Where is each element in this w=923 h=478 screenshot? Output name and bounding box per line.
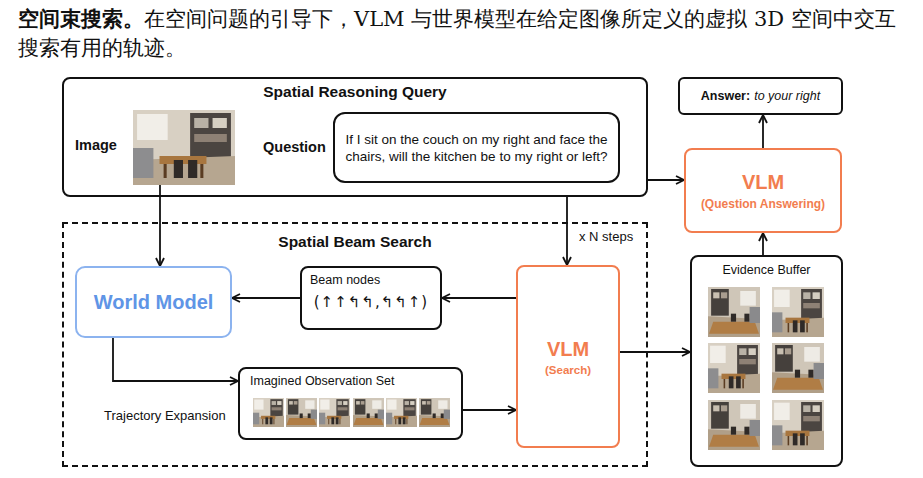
connector-arrow (159, 185, 161, 266)
region-title: Spatial Beam Search (64, 233, 646, 251)
edge-label: x N steps (577, 229, 635, 244)
evidence-image (708, 400, 760, 450)
evidence-image (772, 287, 824, 337)
figure-heading: 空间束搜索。在空间问题的引导下，VLM 与世界模型在给定图像所定义的虚拟 3D … (18, 4, 910, 63)
connector-arrow (113, 338, 238, 381)
evidence-image (708, 287, 760, 337)
vlm-qa-box: VLM (Question Answering) (684, 148, 842, 233)
question-text: If I sit on the couch on my right and fa… (345, 131, 608, 165)
connector-arrow (762, 233, 764, 255)
evidence-buffer-box: Evidence Buffer (690, 255, 843, 467)
beam-sequence: (↑↑↰↰,↰↰↑) (310, 293, 432, 311)
heading-caption: 在空间问题的引导下，VLM 与世界模型在给定图像所定义的虚拟 3D 空间中交互搜… (18, 7, 896, 60)
beam-nodes-box: Beam nodes (↑↑↰↰,↰↰↑) (300, 266, 442, 330)
evidence-image (772, 400, 824, 450)
thumbnail (353, 398, 384, 427)
thumbnail (386, 398, 417, 427)
beam-search-region: Spatial Beam SearchWorld Model Beam nodes… (62, 222, 648, 467)
field-label: Question (263, 139, 326, 155)
question-box: QuestionIf I sit on the couch on my righ… (333, 112, 620, 183)
connector-arrow (620, 351, 690, 353)
field-label: Image (75, 137, 117, 153)
connector-arrow (648, 179, 684, 181)
panel-title: Spatial Reasoning Query (64, 83, 646, 101)
room-photo (133, 110, 235, 185)
model-role: (Question Answering) (701, 197, 825, 211)
model-name: VLM (547, 338, 589, 361)
box-title: Evidence Buffer (692, 263, 841, 277)
connector-arrow (442, 297, 516, 299)
vlm-search-box: VLM (Search) (516, 265, 620, 448)
thumbnail (286, 398, 317, 427)
evidence-image (772, 343, 824, 393)
thumbnail (253, 398, 284, 427)
connector-arrow (762, 115, 764, 148)
thumbnail (319, 398, 350, 427)
answer-box: Answer: to your right (678, 77, 843, 115)
world-model-box: World Model (75, 266, 232, 338)
edge-label: Trajectory Expansion (102, 408, 228, 423)
heading-title: 空间束搜索。 (18, 6, 144, 31)
box-title: Beam nodes (310, 273, 432, 287)
thumbnail (419, 398, 450, 427)
model-name: VLM (742, 171, 784, 194)
answer-text: to your right (754, 89, 820, 103)
model-role: (Search) (545, 364, 591, 376)
model-name: World Model (94, 291, 214, 314)
connector-arrow (566, 197, 568, 265)
connector-arrow (232, 297, 300, 299)
observation-set-box: Imagined Observation Set (238, 367, 463, 440)
connector-arrow (463, 409, 516, 411)
box-title: Imagined Observation Set (250, 374, 451, 388)
evidence-image (708, 343, 760, 393)
input-image: Image (133, 110, 235, 185)
answer-label: Answer: (701, 89, 750, 103)
query-panel: Spatial Reasoning QueryImageQuestionIf I… (62, 77, 648, 197)
